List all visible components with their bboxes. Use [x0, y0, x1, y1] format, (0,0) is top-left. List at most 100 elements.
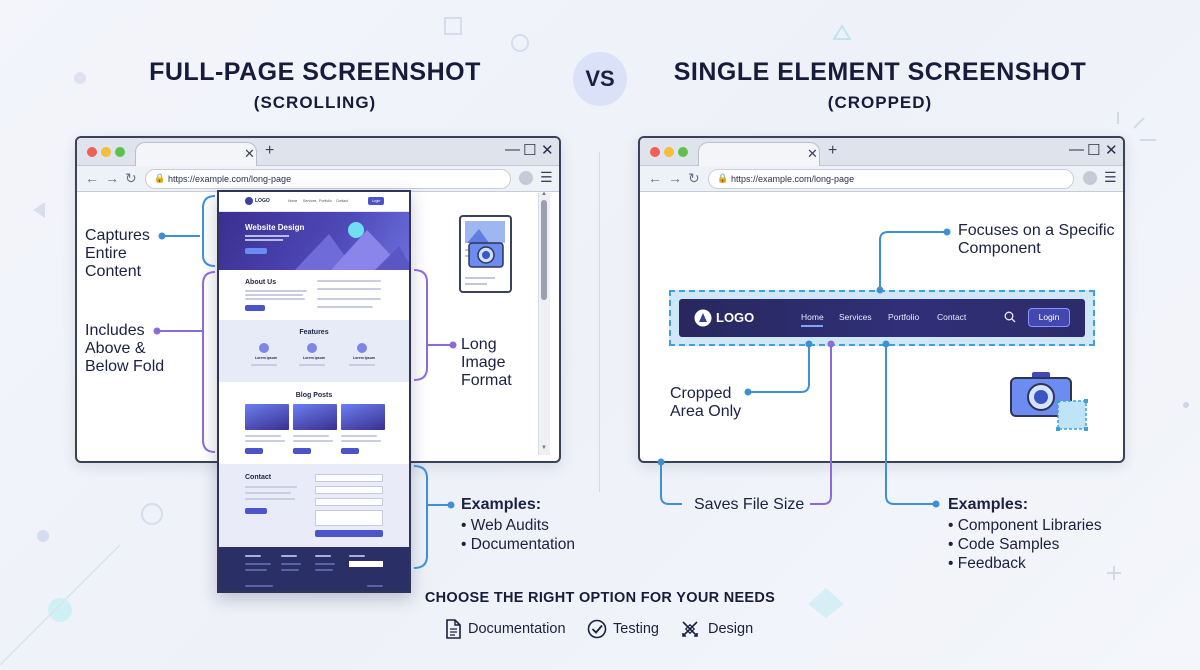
right-examples-list: • Component Libraries • Code Samples • F…: [948, 516, 1102, 573]
cropped-navbar: [679, 299, 1085, 337]
tab-bar: ✕ + — ☐ ✕: [640, 138, 1123, 166]
menu-icon[interactable]: ☰: [540, 169, 553, 185]
window-close-icon[interactable]: ✕: [541, 142, 554, 159]
mock-nav-home: Home: [288, 199, 298, 203]
url-bar[interactable]: 🔒 https://example.com/long-page: [708, 169, 1074, 189]
forward-icon[interactable]: →: [668, 170, 682, 186]
mock-feature-label: Lorem Ipsum: [303, 356, 325, 360]
mock-button: [341, 448, 359, 454]
address-row: ← → ↻ 🔒 https://example.com/long-page ☰: [77, 166, 559, 192]
window-minimize-icon[interactable]: —: [1069, 141, 1084, 158]
mock-contact-section: Contact: [219, 464, 409, 547]
cropped-nav-portfolio[interactable]: Portfolio: [888, 312, 920, 322]
mock-text-line: [349, 364, 375, 366]
footer-design-label: Design: [708, 621, 754, 637]
mock-text-line: [251, 364, 277, 366]
mock-footer-line: [281, 569, 299, 571]
mock-feature-icon: [259, 343, 269, 353]
maximize-dot[interactable]: [115, 147, 125, 157]
search-icon[interactable]: [1004, 311, 1016, 323]
profile-icon[interactable]: [519, 171, 533, 185]
tab-close-icon[interactable]: ✕: [244, 146, 255, 161]
cropped-area-label: Cropped Area Only: [670, 385, 742, 420]
mock-input: [315, 486, 383, 494]
mock-logo-icon: [245, 197, 253, 205]
mock-footer-line: [367, 585, 383, 587]
close-dot[interactable]: [650, 147, 660, 157]
mock-hero-line: [245, 239, 283, 241]
scroll-down-icon[interactable]: ▼: [541, 445, 547, 451]
cropped-nav-home[interactable]: Home: [801, 312, 824, 322]
mock-feature-label: Lorem Ipsum: [255, 356, 277, 360]
new-tab-icon[interactable]: +: [265, 142, 275, 159]
url-text: https://example.com/long-page: [731, 174, 855, 184]
right-example-item: • Code Samples: [948, 536, 1060, 553]
mock-text-line: [245, 435, 281, 437]
cropped-nav-services[interactable]: Services: [839, 312, 872, 322]
mock-hero-button: [245, 248, 267, 254]
mock-text-line: [317, 288, 381, 290]
minimize-dot[interactable]: [664, 147, 674, 157]
mock-footer-line: [245, 555, 261, 557]
mock-button: [245, 305, 265, 311]
mock-hero-title: Website Design: [245, 223, 305, 232]
mock-blog-thumbnail: [293, 404, 337, 430]
cropped-login-button[interactable]: Login: [1028, 308, 1070, 327]
cropped-logo-text: LOGO: [716, 310, 755, 325]
forward-icon[interactable]: →: [105, 170, 119, 186]
window-minimize-icon[interactable]: —: [505, 141, 520, 158]
cropped-nav-contact[interactable]: Contact: [937, 312, 967, 322]
mock-text-line: [245, 486, 297, 488]
reload-icon[interactable]: ↻: [688, 170, 700, 186]
left-title: FULL-PAGE SCREENSHOT (SCROLLING): [140, 58, 490, 113]
url-text: https://example.com/long-page: [168, 174, 292, 184]
back-icon[interactable]: ←: [85, 170, 99, 186]
active-underline: [801, 325, 823, 327]
right-examples-title: Examples:: [948, 496, 1029, 513]
mock-about-section: About Us: [219, 270, 409, 320]
mock-feature-label: Lorem Ipsum: [353, 356, 375, 360]
footer-documentation: Documentation: [444, 619, 566, 639]
document-icon: [446, 619, 461, 639]
mock-logo: LOGO: [255, 198, 270, 204]
left-examples-title: Examples:: [461, 496, 542, 513]
maximize-dot[interactable]: [678, 147, 688, 157]
menu-icon[interactable]: ☰: [1104, 169, 1117, 185]
mock-button: [293, 448, 311, 454]
scroll-up-icon[interactable]: ▲: [541, 191, 547, 197]
back-icon[interactable]: ←: [648, 170, 662, 186]
mock-blog-thumbnail: [341, 404, 385, 430]
right-example-item: • Feedback: [948, 555, 1026, 572]
mock-about-title: About Us: [245, 279, 277, 286]
tab-close-icon[interactable]: ✕: [807, 146, 818, 161]
full-page-mockup: LOGO Home Services Portfolio Contact Log…: [217, 190, 411, 593]
left-title-main: FULL-PAGE SCREENSHOT: [149, 58, 481, 86]
long-image-label: Long Image Format: [461, 336, 512, 389]
url-bar[interactable]: 🔒 https://example.com/long-page: [145, 169, 511, 189]
browser-tab[interactable]: [135, 142, 257, 166]
footer-documentation-label: Documentation: [468, 621, 566, 637]
mock-footer-line: [245, 569, 267, 571]
mock-button: [245, 508, 267, 514]
mock-text-line: [317, 298, 381, 300]
window-close-icon[interactable]: ✕: [1105, 142, 1118, 159]
scrollbar-thumb[interactable]: [541, 200, 547, 300]
window-maximize-icon[interactable]: ☐: [1087, 142, 1101, 159]
reload-icon[interactable]: ↻: [125, 170, 137, 186]
includes-label: Includes Above & Below Fold: [85, 322, 165, 375]
right-example-item: • Component Libraries: [948, 517, 1102, 534]
mock-navbar: LOGO Home Services Portfolio Contact Log…: [219, 192, 409, 212]
mock-text-line: [293, 440, 333, 442]
mock-hero: Website Design: [219, 212, 409, 270]
browser-tab[interactable]: [698, 142, 820, 166]
minimize-dot[interactable]: [101, 147, 111, 157]
new-tab-icon[interactable]: +: [828, 142, 838, 159]
close-dot[interactable]: [87, 147, 97, 157]
window-maximize-icon[interactable]: ☐: [523, 142, 537, 159]
mock-footer-line: [281, 563, 301, 565]
mock-text-line: [245, 498, 295, 500]
mock-nav-contact: Contact: [336, 199, 349, 203]
profile-icon[interactable]: [1083, 171, 1097, 185]
mock-text-line: [245, 294, 303, 296]
